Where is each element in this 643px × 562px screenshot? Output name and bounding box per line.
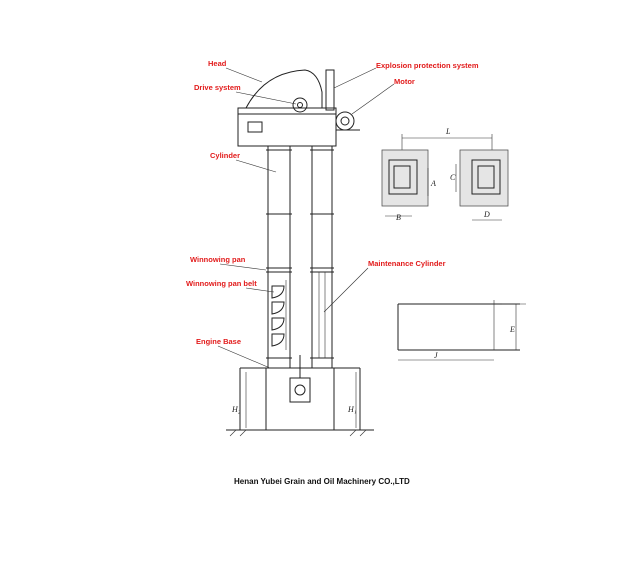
label-explosion-protection-system: Explosion protection system — [376, 61, 479, 70]
label-winnowing-pan: Winnowing pan — [190, 255, 246, 264]
motor — [335, 111, 360, 131]
motor-icon — [335, 111, 355, 131]
dim-e: E — [509, 325, 515, 334]
engine-base — [226, 355, 374, 437]
plan-view — [397, 300, 526, 361]
dim-c: C — [450, 173, 456, 182]
label-maintenance-cylinder: Maintenance Cylinder — [368, 259, 446, 268]
winnowing-pans — [271, 280, 287, 350]
label-winnowing-pan-belt: Winnowing pan belt — [186, 279, 257, 288]
company-footer: Henan Yubei Grain and Oil Machinery CO.,… — [234, 477, 410, 486]
dim-a: A — [430, 179, 436, 188]
drive-pulley-icon — [292, 97, 308, 113]
dim-h2: H₂ — [231, 405, 241, 414]
label-motor: Motor — [394, 77, 415, 86]
label-cylinder: Cylinder — [210, 151, 240, 160]
label-drive-system: Drive system — [194, 83, 241, 92]
dim-d: D — [483, 210, 490, 219]
section-view — [381, 134, 509, 221]
leader-lines — [217, 67, 395, 369]
label-head: Head — [208, 59, 227, 68]
label-engine-base: Engine Base — [196, 337, 241, 346]
elevator-casings — [266, 146, 334, 368]
dim-b: B — [396, 213, 401, 222]
dim-l: L — [445, 127, 451, 136]
elevator-head — [237, 69, 337, 147]
dim-h1: H₁ — [347, 405, 357, 414]
dim-j: J — [434, 351, 438, 360]
